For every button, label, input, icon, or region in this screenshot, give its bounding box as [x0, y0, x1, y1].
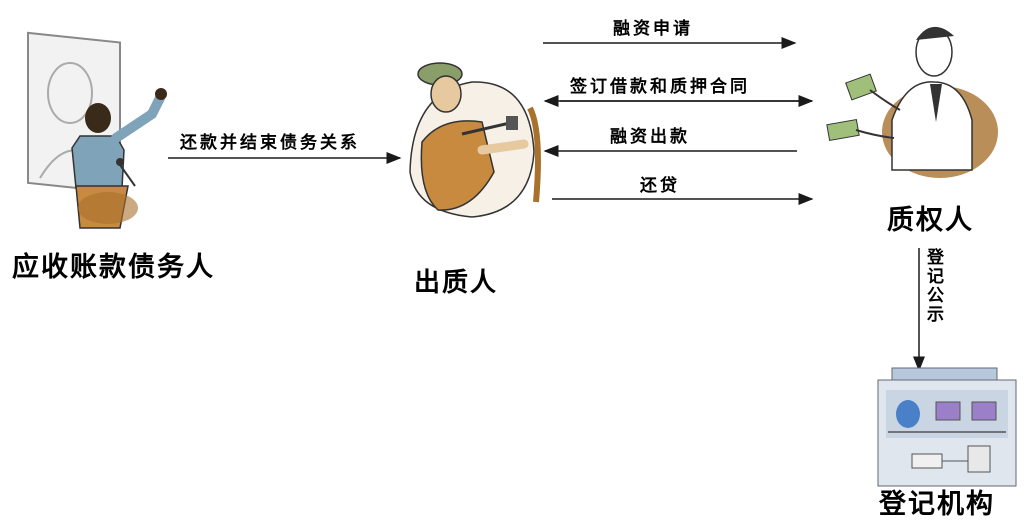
label-registration-notice: 登记公示: [923, 248, 943, 324]
label-financing-application: 融资申请: [613, 19, 693, 39]
role-registry: 登记机构: [879, 489, 995, 520]
debtor-illustration: [27, 31, 167, 229]
label-financing-disbursement: 融资出款: [610, 127, 690, 147]
role-pledgee: 质权人: [887, 205, 974, 236]
role-debtor: 应收账款债务人: [12, 252, 215, 283]
role-pledgor: 出质人: [414, 268, 499, 298]
pledgee-illustration: [826, 26, 998, 178]
label-repayment: 还贷: [640, 176, 680, 196]
pledgor-illustration: [409, 62, 541, 218]
registry-illustration: [877, 367, 1017, 487]
label-repay-and-close: 还款并结束债务关系: [180, 133, 360, 153]
label-sign-contract: 签订借款和质押合同: [570, 77, 750, 97]
